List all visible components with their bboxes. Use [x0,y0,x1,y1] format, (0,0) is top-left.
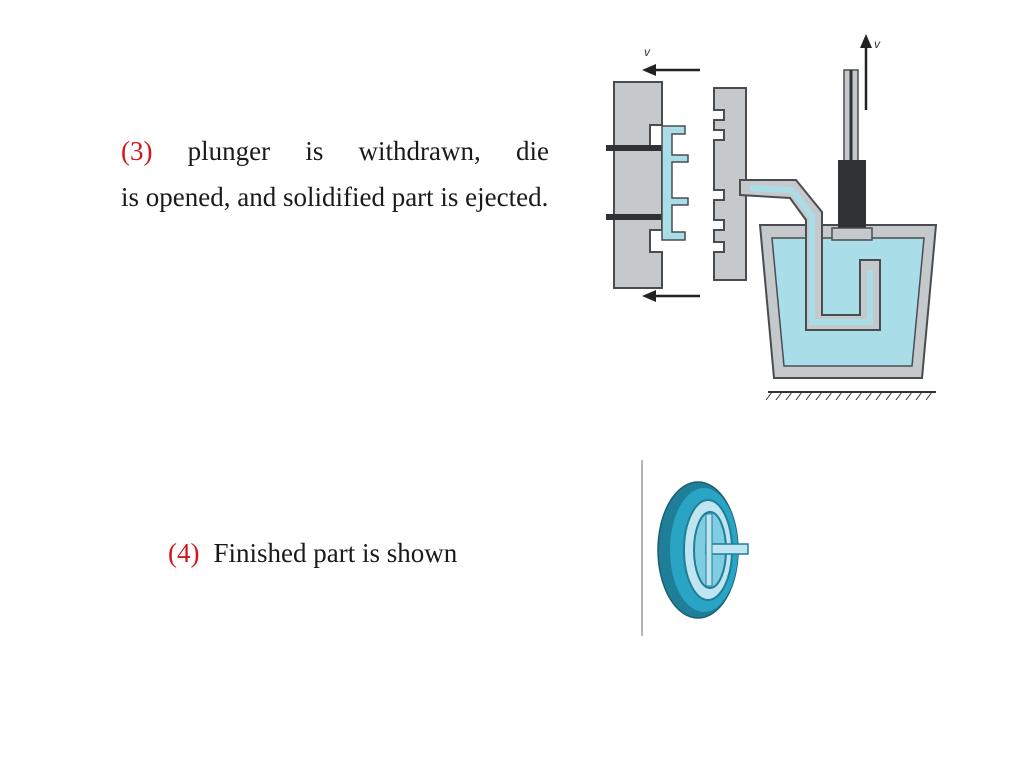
moving-die-half [606,81,664,289]
velocity-label-top: v [644,45,651,59]
step-3-word-2: is [305,136,324,166]
plunger [831,69,873,241]
die-casting-diagram: v v [606,34,938,401]
ground-hatching [765,391,936,401]
step-4-text: (4) Finished part is shown [168,530,457,576]
die-velocity-arrow-bottom [642,290,700,302]
step-3-text: (3) plunger is withdrawn, die is opened,… [121,128,549,220]
step-4-number: (4) [168,538,200,568]
step-3-word-1: plunger [187,136,271,166]
step-3-word-4: die [515,136,549,166]
step-3-word-3: withdrawn, [358,136,481,166]
velocity-label-right: v [874,37,881,51]
plunger-velocity-arrow: v [860,34,881,110]
ejected-part [661,125,689,241]
step-3-number: (3) [121,136,153,166]
step-4-description: Finished part is shown [213,538,458,568]
fixed-die-half [713,87,747,281]
finished-part-ring [657,481,749,619]
step-3-description: is opened, and solidified part is ejecte… [121,182,549,212]
step-3-first-line: (3) plunger is withdrawn, die [121,128,549,174]
holding-pot [739,179,938,379]
die-velocity-arrow-top: v [642,45,700,76]
finished-part-diagram [641,460,749,636]
